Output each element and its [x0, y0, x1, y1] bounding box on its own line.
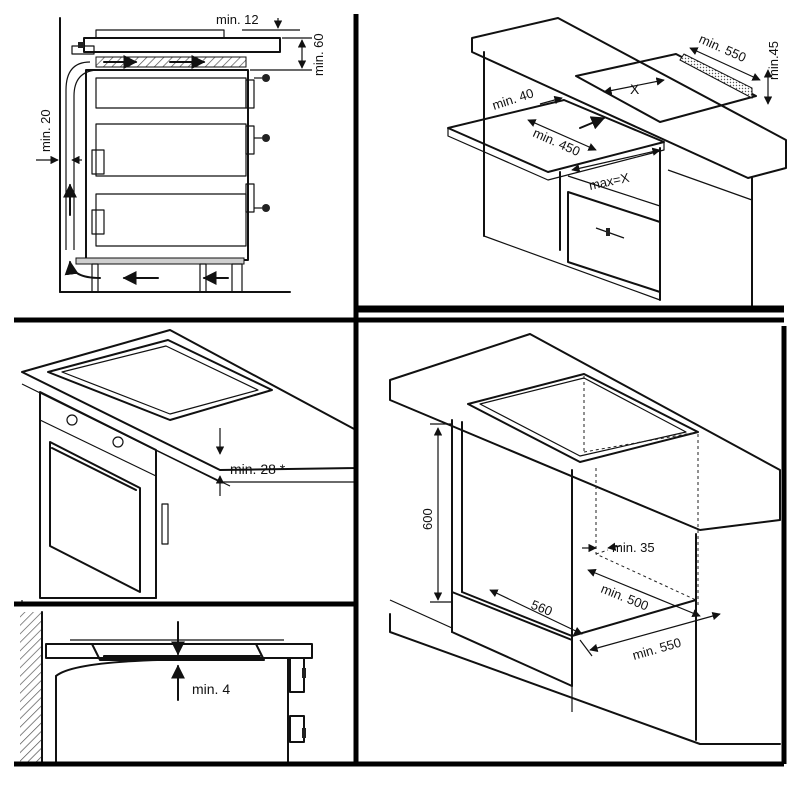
- panel-oven-under-hob: min. 28 *: [21, 329, 357, 604]
- dim-min-4: min. 4: [192, 681, 230, 697]
- dim-min-550-top: min. 550: [697, 31, 749, 65]
- dim-min-550-bottom: min. 550: [631, 635, 683, 663]
- panel-hob-section: min. 4: [20, 611, 313, 763]
- dim-600: 600: [420, 508, 435, 530]
- dim-560: 560: [529, 597, 555, 619]
- dim-min-28: min. 28 *: [230, 461, 286, 477]
- panel-oven-niche: 600 min. 35 560 min. 500 min. 550: [389, 333, 781, 745]
- panel-hob-cutout: min. 550 min.45 X min. 40 min. 450 max=X: [447, 17, 787, 309]
- dim-min-12: min. 12: [216, 12, 259, 27]
- dim-min-45: min.45: [766, 41, 781, 80]
- dim-min-60: min. 60: [311, 33, 326, 76]
- panel-frames: [14, 14, 787, 767]
- dim-min-35: min. 35: [612, 540, 655, 555]
- dim-x-top: X: [630, 81, 640, 97]
- panel-ventilation-section: min. 12 min. 60 min. 20: [36, 12, 326, 293]
- dim-min-20: min. 20: [38, 109, 53, 152]
